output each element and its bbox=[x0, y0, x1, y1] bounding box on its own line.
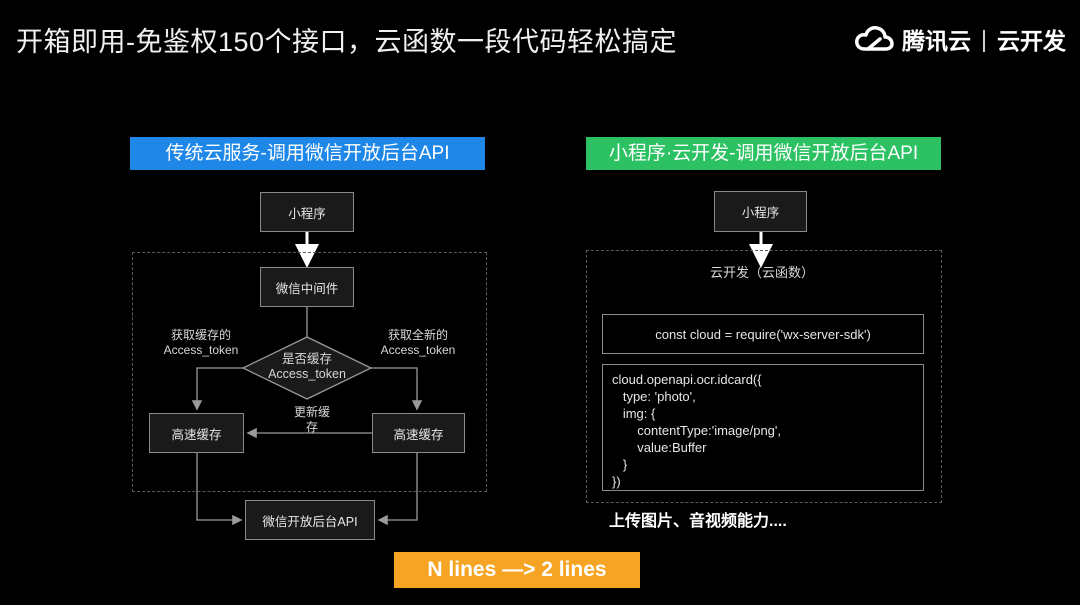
right-dashed-region bbox=[586, 250, 942, 503]
traditional-cloud-header: 传统云服务-调用微信开放后台API bbox=[130, 137, 485, 170]
code-line: type: 'photo', bbox=[612, 389, 696, 404]
arrow-right-cache-to-api bbox=[377, 453, 418, 526]
tencent-cloud-logo: 腾讯云 | 云开发 bbox=[854, 22, 1066, 56]
label-new-line1: 获取全新的 bbox=[387, 328, 448, 342]
right-cache-box: 高速缓存 bbox=[372, 413, 465, 453]
left-cache-box: 高速缓存 bbox=[149, 413, 244, 453]
label-update-line2: 存 bbox=[305, 420, 318, 434]
lines-comparison-banner: N lines —> 2 lines bbox=[394, 552, 640, 588]
label-update-line1: 更新缓 bbox=[293, 405, 330, 419]
code-line: }) bbox=[612, 474, 621, 489]
require-code-box: const cloud = require('wx-server-sdk') bbox=[602, 314, 924, 354]
cloud-function-label: 云开发（云函数） bbox=[709, 265, 814, 280]
arrow-to-left-cache bbox=[191, 367, 243, 411]
decision-label: 是否缓存 Access_token bbox=[255, 352, 359, 382]
label-new-token: 获取全新的 Access_token bbox=[372, 328, 464, 358]
logo-separator: | bbox=[981, 25, 987, 52]
label-new-line2: Access_token bbox=[380, 343, 456, 357]
label-update-cache: 更新缓 存 bbox=[282, 405, 342, 435]
require-code-line: const cloud = require('wx-server-sdk') bbox=[655, 326, 871, 342]
product-name: 云开发 bbox=[997, 28, 1066, 54]
arrow-left-cache-to-api bbox=[196, 453, 243, 526]
label-cached-line2: Access_token bbox=[163, 343, 239, 357]
arrow-to-right-cache bbox=[371, 367, 423, 411]
code-line: value:Buffer bbox=[612, 440, 707, 455]
label-cached-token: 获取缓存的 Access_token bbox=[156, 328, 246, 358]
slide-title: 开箱即用-免鉴权150个接口，云函数一段代码轻松搞定 bbox=[16, 27, 678, 57]
label-cached-line1: 获取缓存的 bbox=[170, 328, 231, 342]
decision-label-line1: 是否缓存 bbox=[281, 352, 332, 366]
code-line: cloud.openapi.ocr.idcard({ bbox=[612, 372, 762, 387]
code-line: } bbox=[612, 457, 628, 472]
code-line: img: { bbox=[612, 406, 656, 421]
cloud-logo-icon bbox=[855, 26, 894, 51]
ocr-code-box: cloud.openapi.ocr.idcard({ type: 'photo'… bbox=[602, 364, 924, 491]
brand-name: 腾讯云 bbox=[902, 28, 972, 54]
right-mini-program-box: 小程序 bbox=[714, 191, 807, 232]
left-mini-program-box: 小程序 bbox=[260, 192, 354, 232]
decision-label-line2: Access_token bbox=[268, 367, 346, 381]
capability-note: 上传图片、音视频能力.... bbox=[609, 513, 787, 530]
middleware-box: 微信中间件 bbox=[260, 267, 354, 307]
code-line: contentType:'image/png', bbox=[612, 423, 782, 438]
cloud-dev-header: 小程序·云开发-调用微信开放后台API bbox=[586, 137, 941, 170]
decision-diamond bbox=[241, 336, 373, 400]
left-dashed-region bbox=[132, 252, 487, 492]
backend-api-box: 微信开放后台API bbox=[245, 500, 375, 540]
